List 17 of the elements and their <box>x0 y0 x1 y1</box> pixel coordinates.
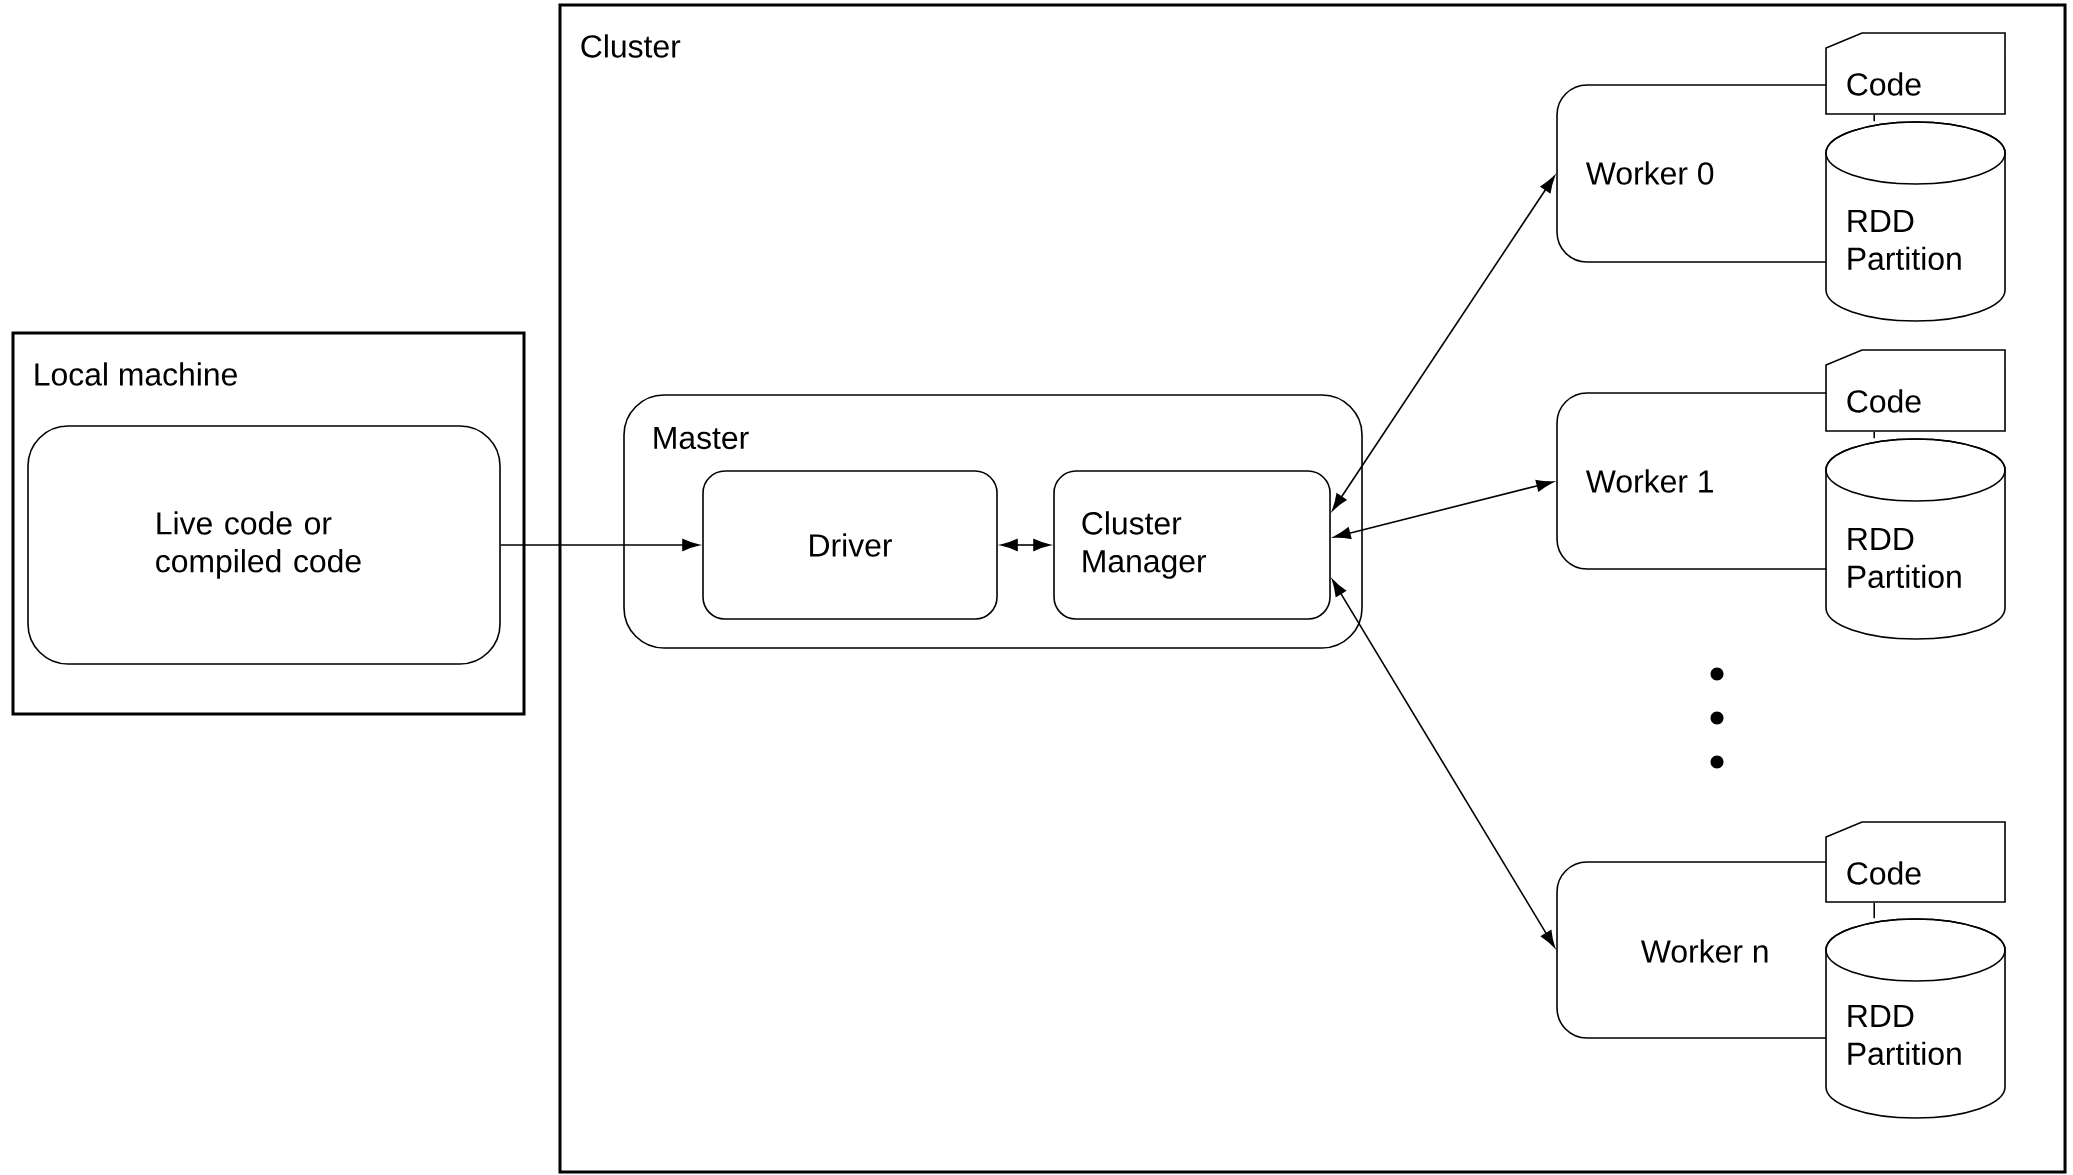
arrow <box>1332 175 1555 511</box>
arrow <box>1331 579 1556 948</box>
code-card: Code <box>1825 821 2006 903</box>
arrow <box>500 539 700 551</box>
storage-cylinder: RDD Partition <box>1825 918 2006 1119</box>
storage-cylinder: RDD Partition <box>1825 121 2006 322</box>
arrow <box>1333 479 1554 540</box>
code-card: Code <box>1825 32 2006 115</box>
process-box: Cluster Manager <box>1053 470 1331 620</box>
process-box: Driver <box>702 470 998 620</box>
worker-box: Worker n <box>1556 861 1827 1039</box>
process-box: Live code or compiled code <box>27 425 501 665</box>
storage-cylinder: RDD Partition <box>1825 438 2006 640</box>
worker-box: Worker 1 <box>1556 392 1827 570</box>
worker-box: Worker 0 <box>1556 84 1827 263</box>
arrow <box>1000 539 1051 551</box>
code-card: Code <box>1825 349 2006 432</box>
